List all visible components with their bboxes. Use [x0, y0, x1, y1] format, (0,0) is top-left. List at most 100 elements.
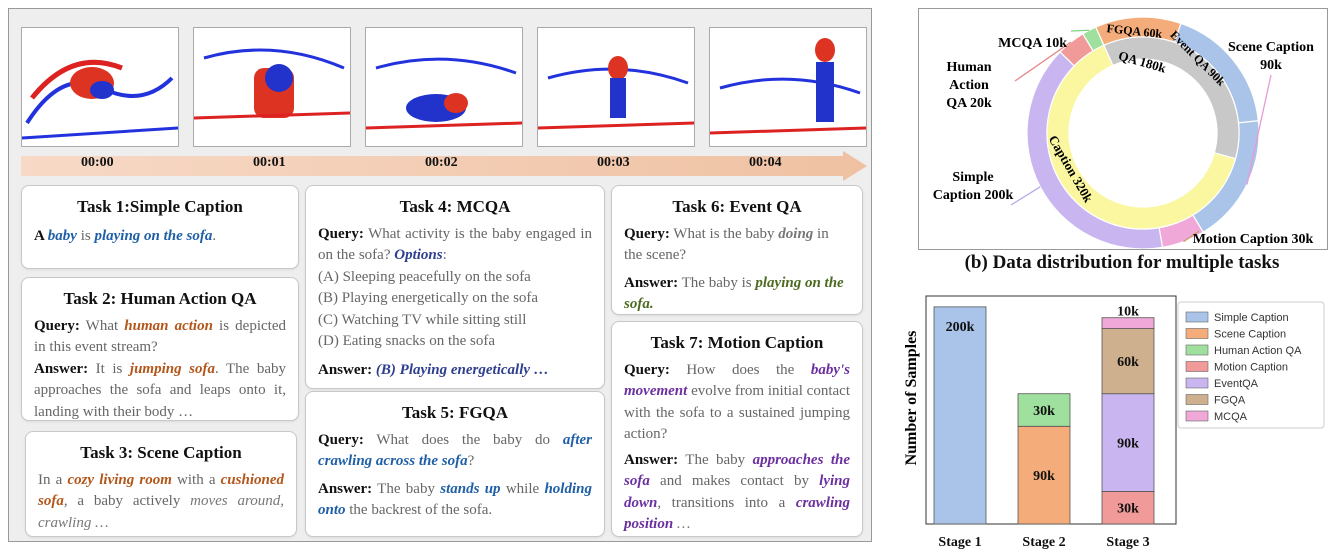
t7-query-label: Query:: [624, 361, 670, 378]
task-examples-panel: 00:00 00:01 00:02 00:03 00:04 Task 1:Sim…: [8, 8, 872, 542]
label-simple-2: Caption 200k: [933, 188, 1014, 203]
bar-stage-2-human-action-qa: [1017, 393, 1071, 427]
t5-a2: while: [500, 480, 545, 497]
t6-a1: The baby is: [678, 274, 756, 291]
t3-s2: with a: [171, 471, 221, 488]
task-7-title: Task 7: Motion Caption: [650, 333, 824, 352]
t3-s4: moves around, crawling …: [38, 493, 284, 531]
task-6-title: Task 6: Event QA: [672, 197, 802, 216]
task-5-card: Task 5: FGQA Query: What does the baby d…: [305, 391, 605, 537]
leader-scene-caption: [1246, 74, 1272, 185]
t1-a: A: [34, 227, 48, 244]
event-frame-3: [365, 27, 523, 147]
bar-value-label: 60k: [1117, 355, 1139, 370]
x-tick-2: Stage 2: [1022, 535, 1065, 550]
t6-q1: What is the baby: [669, 225, 779, 242]
t3-s3: , a baby actively: [63, 493, 191, 509]
x-tick-1: Stage 1: [938, 535, 981, 550]
t5-a-hl2: holding onto: [318, 480, 592, 519]
t7-answer-label: Answer:: [624, 451, 679, 468]
label-scene-1: Scene Caption: [1228, 40, 1314, 55]
task-2-title: Task 2: Human Action QA: [63, 289, 257, 308]
timestamp-5: 00:04: [749, 155, 782, 170]
t5-q-hl: after crawling across the sofa: [318, 431, 592, 470]
task-2-card: Task 2: Human Action QA Query: What huma…: [21, 277, 299, 421]
t7-a2: and makes contact by: [649, 473, 820, 489]
bar-stage-3-mcqa: [1101, 317, 1155, 329]
label-fgqa: FGQA 60k: [1106, 21, 1163, 41]
label-human-2: Action: [949, 78, 989, 93]
t4-a-hl: (B) Playing energetically …: [375, 361, 549, 378]
t2-q-hl: human action: [124, 317, 213, 334]
t2-query-label: Query:: [34, 317, 80, 334]
leader-human-action-qa: [1014, 41, 1072, 82]
leader-motion-caption: [1183, 230, 1200, 243]
bar-value-label: 200k: [946, 320, 975, 335]
t4-option-b: (B) Playing energetically on the sofa: [318, 290, 539, 306]
task-1-card: Task 1:Simple Caption A baby is playing …: [21, 185, 299, 269]
t3-hl2: cushioned sofa: [38, 471, 284, 510]
t1-is: is: [76, 227, 95, 244]
leader-mcqa: [1070, 29, 1090, 32]
bar-value-label: 30k: [1117, 502, 1139, 517]
t4-options-label: Options: [394, 247, 443, 263]
legend-swatch: [1185, 311, 1209, 323]
donut-caption: (b) Data distribution for multiple tasks: [964, 252, 1280, 273]
donut-chart: MCQA 10k Human Action QA 20k Scene Capti…: [933, 16, 1314, 249]
t7-q2: evolve from initial contact with the sof…: [624, 383, 850, 442]
legend-entry: MCQA: [1214, 411, 1248, 423]
inner-slice-caption: [1046, 44, 1237, 230]
task-4-card: Task 4: MCQA Query: What activity is the…: [305, 185, 605, 389]
y-axis-label: Number of Samples: [903, 331, 920, 466]
t2-a2: . The baby approaches the sofa and leaps…: [34, 360, 286, 420]
t7-q1: How does the: [669, 361, 811, 378]
t5-q1: What does the baby do: [363, 431, 563, 448]
task-3-title: Task 3: Scene Caption: [80, 443, 242, 462]
t5-a-hl1: stands up: [440, 480, 501, 497]
t2-answer-label: Answer:: [34, 360, 89, 377]
bar-stage-1-simple-caption: [933, 306, 987, 525]
t6-q2: in the scene?: [624, 225, 829, 264]
bar-value-label: 90k: [1033, 469, 1055, 484]
legend-entry: EventQA: [1214, 378, 1259, 390]
label-human-1: Human: [946, 60, 991, 75]
t2-q2: is depicted in this event stream?: [34, 317, 286, 356]
legend-entry: Scene Caption: [1214, 329, 1286, 341]
legend-entry: Motion Caption: [1214, 362, 1288, 374]
t7-a1: The baby: [678, 451, 753, 468]
legend-box: [1177, 301, 1325, 429]
t2-a1: It is: [88, 360, 130, 377]
legend-swatch: [1185, 410, 1209, 422]
label-motion: Motion Caption 30k: [1193, 232, 1314, 247]
t1-playing: playing on the sofa: [94, 227, 213, 244]
t1-end: .: [212, 227, 217, 244]
t7-q-hl: baby's movement: [624, 361, 850, 400]
task-4-title: Task 4: MCQA: [399, 197, 511, 216]
bar-stage-3-eventqa: [1101, 393, 1155, 492]
t2-a-hl: jumping sofa: [129, 360, 215, 377]
timestamp-1: 00:00: [81, 155, 114, 170]
t4-colon: :: [442, 247, 447, 263]
task-5-title: Task 5: FGQA: [401, 403, 509, 422]
timestamp-4: 00:03: [597, 155, 630, 170]
t6-a-hl: playing on the sofa.: [624, 274, 844, 313]
legend-swatch: [1185, 394, 1209, 405]
leader-simple-caption: [1010, 186, 1041, 206]
t7-a-hl3: crawling position: [624, 494, 850, 533]
t4-option-d: (D) Eating snacks on the sofa: [318, 333, 496, 349]
event-frame-2: [193, 27, 351, 147]
t7-a3: , transitions into a: [657, 494, 796, 511]
task-7-card: Task 7: Motion Caption Query: How does t…: [611, 321, 863, 537]
event-frame-2-image: [194, 48, 350, 120]
t4-answer-label: Answer:: [318, 361, 373, 378]
donut-chart-box: MCQA 10k Human Action QA 20k Scene Capti…: [918, 8, 1328, 250]
label-scene-2: 90k: [1260, 58, 1282, 73]
t4-query-label: Query:: [318, 225, 364, 242]
event-frame-1: [21, 27, 179, 147]
t3-s1: In a: [38, 471, 68, 488]
task-6-card: Task 6: Event QA Query: What is the baby…: [611, 185, 863, 315]
legend-swatch: [1185, 377, 1209, 389]
t4-option-c: (C) Watching TV while sitting still: [318, 311, 527, 328]
